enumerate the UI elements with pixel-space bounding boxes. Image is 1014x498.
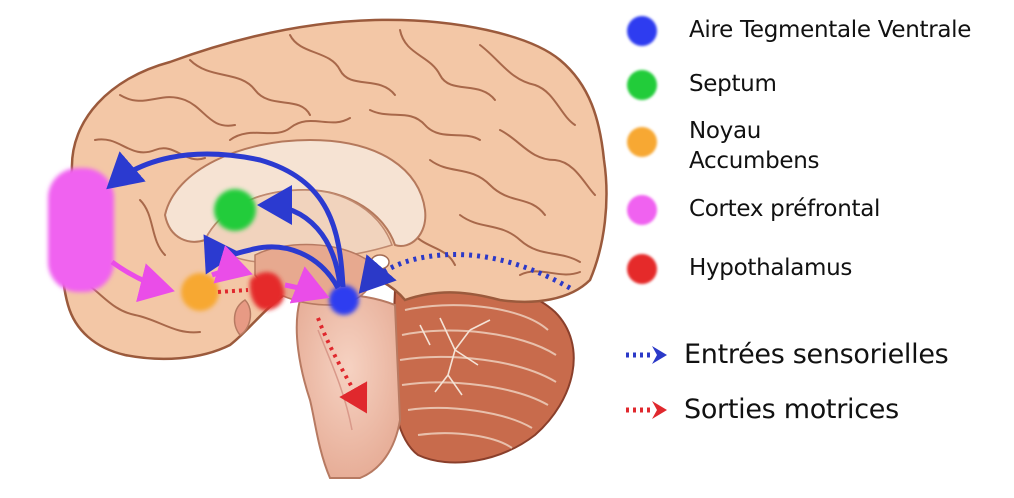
magenta-dot-icon [627,195,657,225]
orange-dot-icon [627,127,657,157]
legend-label-accumbens: Noyau Accumbens [689,117,819,177]
dotted-blue-arrow-icon [624,343,670,367]
legend-label-septum: Septum [689,70,777,100]
green-dot-icon [627,70,657,100]
red-dot-icon [627,254,657,284]
brainstem [297,295,400,478]
vta-region [329,285,359,315]
nucleus-accumbens-region [181,273,219,311]
legend-item-vta: Aire Tegmentale Ventrale [627,16,971,46]
legend-item-accumbens: Noyau Accumbens [627,117,819,177]
legend-item-septum: Septum [627,70,777,100]
legend-item-motor: Sorties motrices [624,392,899,427]
pineal-gland [371,255,389,269]
legend-item-hypothalamus: Hypothalamus [627,254,852,284]
legend-item-pfc: Cortex préfrontal [627,195,880,225]
legend-item-sensory: Entrées sensorielles [624,337,948,372]
blue-dot-icon [627,16,657,46]
dotted-red-arrow-icon [624,398,670,422]
legend-label-vta: Aire Tegmentale Ventrale [689,16,971,46]
legend-label-motor: Sorties motrices [684,392,899,427]
legend-label-hypothalamus: Hypothalamus [689,254,852,284]
prefrontal-cortex-region [48,168,114,292]
legend-label-pfc: Cortex préfrontal [689,195,880,225]
legend-label-sensory: Entrées sensorielles [684,337,948,372]
septum-region [214,189,256,231]
